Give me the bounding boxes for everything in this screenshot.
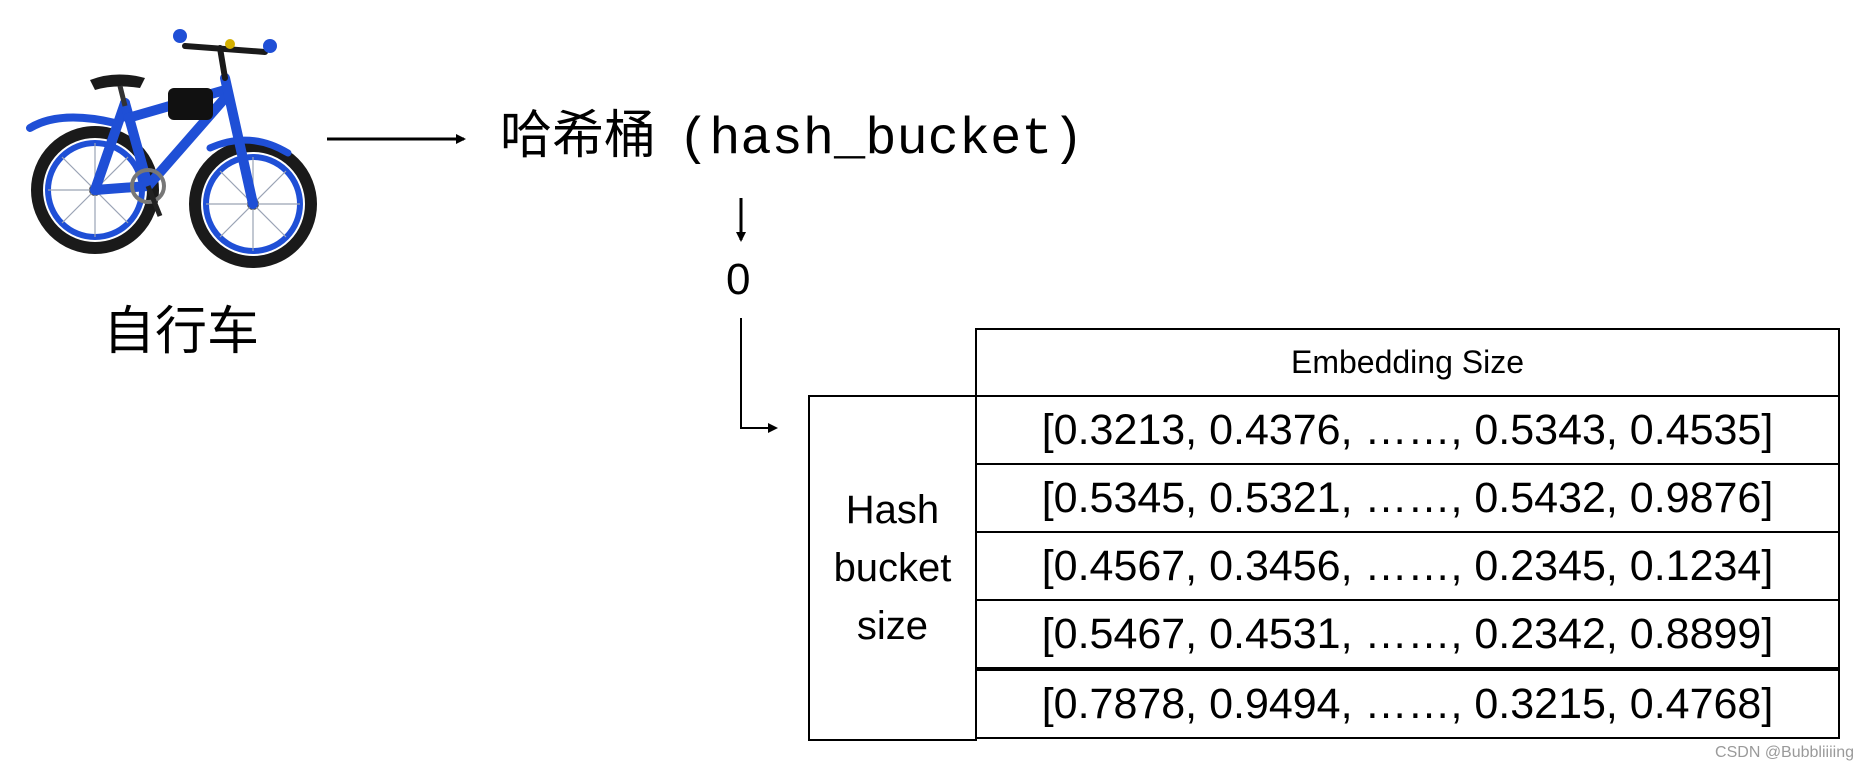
side-label-line: size — [856, 604, 929, 648]
hash-bucket-label: 哈希桶(hash_bucket) — [500, 110, 1084, 166]
hash-bucket-cjk: 哈希桶 — [500, 106, 657, 166]
hash-bucket-code: (hash_bucket) — [678, 110, 1084, 169]
handlebar — [182, 43, 268, 81]
seat — [90, 74, 145, 90]
embedding-row: [0.7878, 0.9494, ……, 0.3215, 0.4768] — [975, 669, 1840, 739]
bucket-index: 0 — [726, 255, 751, 304]
side-label-line: bucket — [833, 546, 952, 590]
embedding-table: Embedding Size Hash bucket size [0.3213,… — [808, 328, 1840, 741]
rear-fender — [26, 113, 119, 132]
object-label: 自行车 — [103, 302, 260, 362]
frame-bag — [168, 88, 213, 120]
embedding-row: [0.3213, 0.4376, ……, 0.5343, 0.4535] — [975, 395, 1840, 465]
chainring — [130, 168, 166, 204]
side-label-line: Hash — [845, 488, 940, 532]
embedding-row: [0.5467, 0.4531, ……, 0.2342, 0.8899] — [975, 599, 1840, 669]
bicycle-image — [26, 29, 317, 268]
watermark: CSDN @Bubbliiiing — [1715, 744, 1854, 761]
arrow-index-to-table — [740, 318, 778, 433]
embedding-row: [0.4567, 0.3456, ……, 0.2345, 0.1234] — [975, 531, 1840, 601]
hash-bucket-size-label: Hash bucket size — [808, 395, 977, 741]
front-fender — [206, 136, 292, 157]
embedding-row: [0.5345, 0.5321, ……, 0.5432, 0.9876] — [975, 463, 1840, 533]
embedding-size-header: Embedding Size — [975, 328, 1840, 397]
